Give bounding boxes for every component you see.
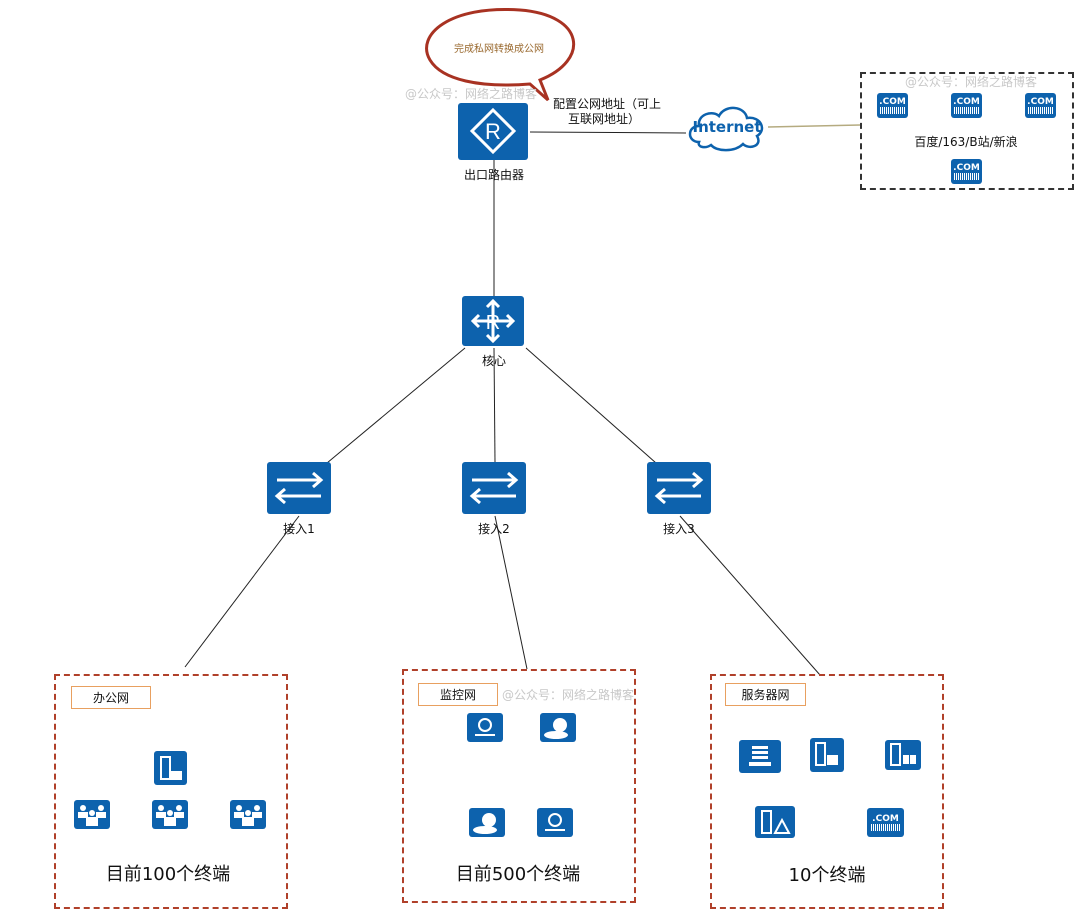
bubble-text: 完成私网转换成公网 xyxy=(454,44,544,55)
access2-label: 接入2 xyxy=(478,522,510,536)
link-access2-monitor xyxy=(494,515,528,670)
monitor-count: 目前500个终端 xyxy=(455,864,581,885)
website-icon: .COM xyxy=(867,808,904,837)
link-label-line1: 配置公网地址（可上 xyxy=(552,97,662,111)
rack-server-icon xyxy=(739,740,781,773)
monitor-zone-tag: 监控网 xyxy=(418,683,498,706)
website-icon: .COM xyxy=(951,159,982,184)
website-icon: .COM xyxy=(877,93,908,118)
core-label: 核心 xyxy=(481,354,507,368)
link-access1-office xyxy=(184,515,300,668)
office-count: 目前100个终端 xyxy=(105,864,231,885)
router-label: 出口路由器 xyxy=(463,168,525,182)
link-internet-external xyxy=(767,124,861,128)
server-zone-tag: 服务器网 xyxy=(725,683,806,706)
link-core-access1 xyxy=(326,347,466,464)
link-core-access3 xyxy=(525,347,657,464)
svg-text:R: R xyxy=(486,312,500,334)
office-zone xyxy=(54,674,288,909)
website-icon: .COM xyxy=(951,93,982,118)
monitor-zone xyxy=(402,669,636,903)
dome-camera-icon xyxy=(469,808,505,837)
link-router-internet xyxy=(529,131,687,134)
internet-label: Internet xyxy=(692,118,762,136)
user-group-icon xyxy=(230,800,266,829)
access3-label: 接入3 xyxy=(663,522,695,536)
user-group-icon xyxy=(152,800,188,829)
camera-icon xyxy=(467,713,503,742)
access-switch-icon[interactable] xyxy=(267,462,331,514)
server-zone xyxy=(710,674,944,909)
print-server-icon xyxy=(154,751,187,785)
website-icon: .COM xyxy=(1025,93,1056,118)
link-access3-server xyxy=(679,515,821,676)
server-count: 10个终端 xyxy=(788,865,866,886)
link-label-line2: 互联网地址） xyxy=(567,112,641,126)
svg-text:R: R xyxy=(485,119,501,144)
watermark: @公众号：网络之路博客 xyxy=(405,87,538,101)
office-zone-tag: 办公网 xyxy=(71,686,151,709)
watermark: @公众号：网络之路博客 xyxy=(905,75,1038,89)
cloud-icon xyxy=(688,106,764,152)
external-sites-box xyxy=(860,72,1074,190)
dome-camera-icon xyxy=(540,713,576,742)
file-server-icon xyxy=(810,738,844,772)
database-server-icon xyxy=(885,740,921,770)
router-icon[interactable]: R xyxy=(458,103,528,160)
speech-bubble xyxy=(425,7,576,102)
watermark: @公众号：网络之路博客 xyxy=(502,688,635,702)
external-label: 百度/163/B站/新浪 xyxy=(914,135,1018,149)
access1-label: 接入1 xyxy=(283,522,315,536)
internet-cloud[interactable]: Internet xyxy=(685,102,769,152)
core-switch-icon[interactable]: R xyxy=(462,296,524,346)
camera-icon xyxy=(537,808,573,837)
access-switch-icon[interactable] xyxy=(647,462,711,514)
link-core-access2 xyxy=(493,347,496,463)
user-group-icon xyxy=(74,800,110,829)
warning-server-icon xyxy=(755,806,795,838)
access-switch-icon[interactable] xyxy=(462,462,526,514)
